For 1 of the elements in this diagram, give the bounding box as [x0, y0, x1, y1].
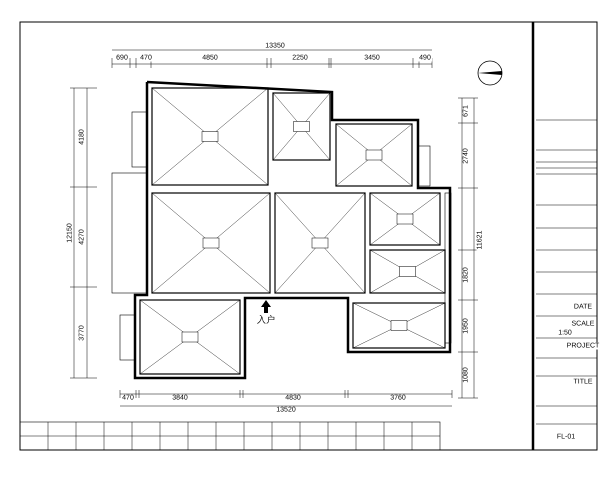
entrance-label: 入户 [256, 316, 276, 324]
